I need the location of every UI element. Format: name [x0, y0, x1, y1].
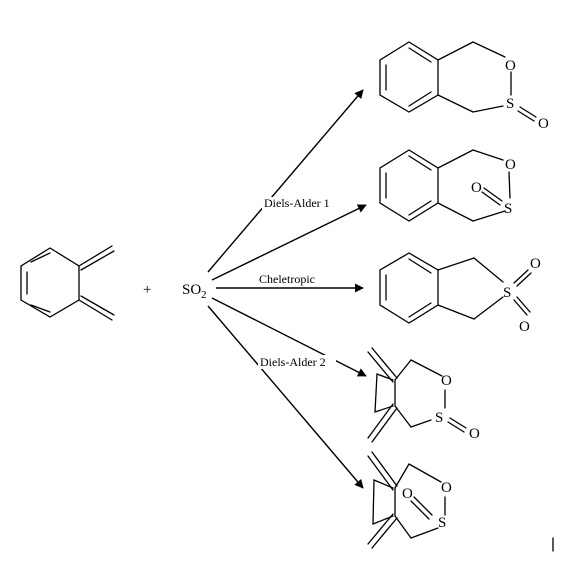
oxygen-atom: O [538, 116, 549, 132]
product-bicyclic-sultine-2: O S O [367, 451, 452, 549]
product-sulfolene: S O O [379, 252, 541, 335]
product-sultine-1: O S O [379, 41, 549, 132]
arrow-diels-alder-1 [211, 204, 367, 281]
oxygen-atom: O [441, 373, 452, 389]
oxygen-atom: O [530, 256, 541, 272]
label-cheletropic: Cheletropic [259, 272, 315, 286]
plus-sign: + [143, 282, 151, 298]
arrow-diels-alder-2 [211, 297, 367, 377]
label-diels-alder-1: Diels-Alder 1 [264, 196, 330, 210]
product-sultine-2: O S O [379, 149, 516, 222]
sulfur-atom: S [438, 515, 446, 531]
oxygen-atom: O [505, 157, 516, 173]
oxygen-atom: O [441, 480, 452, 496]
sulfur-atom: S [503, 285, 511, 301]
label-diels-alder-2: Diels-Alder 2 [260, 355, 326, 369]
oxygen-atom: O [519, 319, 530, 335]
o-xylylene-molecule [20, 245, 115, 321]
oxygen-atom: O [402, 486, 413, 502]
oxygen-atom: O [505, 58, 516, 74]
so2-text: SO [182, 282, 201, 298]
oxygen-atom: O [471, 180, 482, 196]
sulfur-atom: S [506, 96, 514, 112]
sulfur-atom: S [504, 201, 512, 217]
arrow-to-sultine [207, 89, 364, 273]
arrow-to-bicyclic-2 [207, 305, 364, 489]
sulfur-atom: S [435, 410, 443, 426]
oxygen-atom: O [469, 426, 480, 442]
so2-subscript: 2 [201, 289, 207, 301]
sulfur-dioxide-label: SO 2 [182, 282, 207, 301]
product-bicyclic-sultine-1: O S O [367, 347, 480, 443]
